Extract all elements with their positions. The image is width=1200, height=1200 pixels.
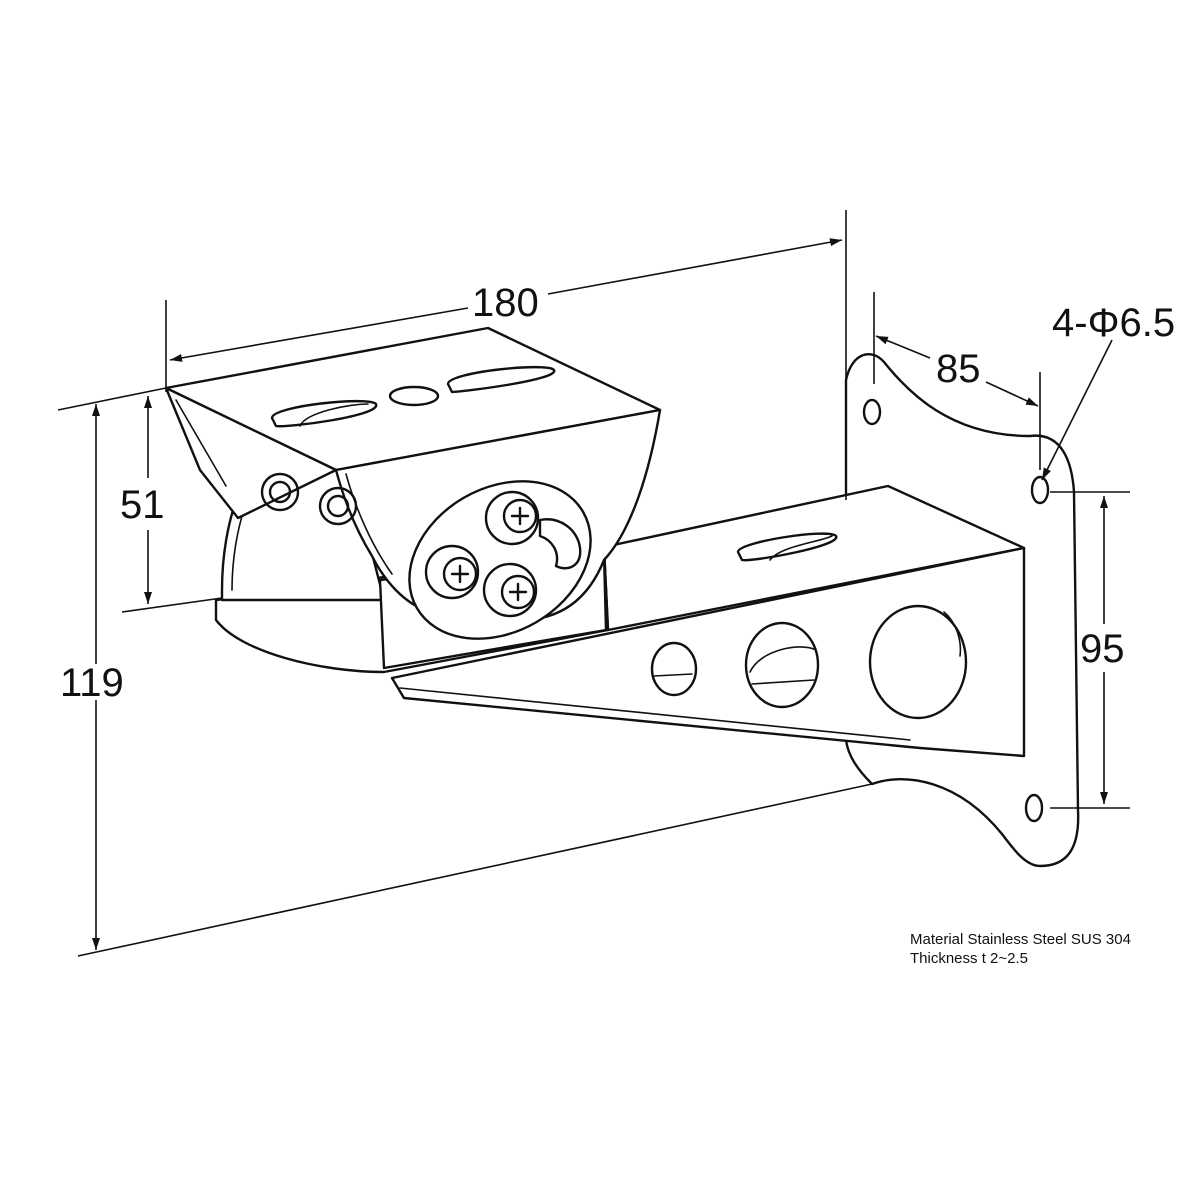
dimension-label: 4-Φ6.5	[1052, 301, 1175, 345]
arm	[390, 484, 1026, 758]
top-center-hole	[388, 385, 440, 407]
screw	[484, 490, 540, 546]
rotary-disc	[408, 480, 592, 640]
dimension-label: 180	[472, 281, 539, 325]
arm-hole-medium	[744, 621, 820, 709]
dimension-label: 85	[936, 347, 981, 391]
top-slot-left	[270, 399, 378, 428]
material-text: Material Stainless Steel SUS 304	[910, 931, 1131, 948]
screw	[482, 562, 538, 618]
dimension-label: 119	[60, 661, 124, 705]
dimension-85: 85	[873, 292, 1041, 470]
dimension-label: 51	[120, 483, 165, 527]
screw	[424, 544, 480, 600]
arm-hole-large	[868, 604, 968, 720]
arm-slot	[736, 532, 838, 562]
top-slot-right	[446, 365, 556, 394]
dimension-label: 95	[1080, 627, 1125, 671]
dimension-95: 95	[1050, 491, 1130, 809]
material-note: Material Stainless Steel SUS 304 Thickne…	[910, 930, 1131, 968]
dimension-51: 51	[120, 396, 223, 613]
arm-hole-small	[650, 641, 698, 697]
thickness-text: Thickness t 2~2.5	[910, 950, 1028, 967]
dimension-hole-spec: 4-Φ6.5	[1041, 301, 1175, 481]
dimension-180: 180	[165, 210, 847, 500]
swivel-head	[164, 326, 662, 674]
mounting-hole-top-right	[1030, 475, 1050, 505]
dimension-119: 119	[57, 387, 873, 957]
mounting-hole-top-left	[862, 398, 882, 426]
mounting-hole-bottom-right	[1024, 793, 1044, 823]
